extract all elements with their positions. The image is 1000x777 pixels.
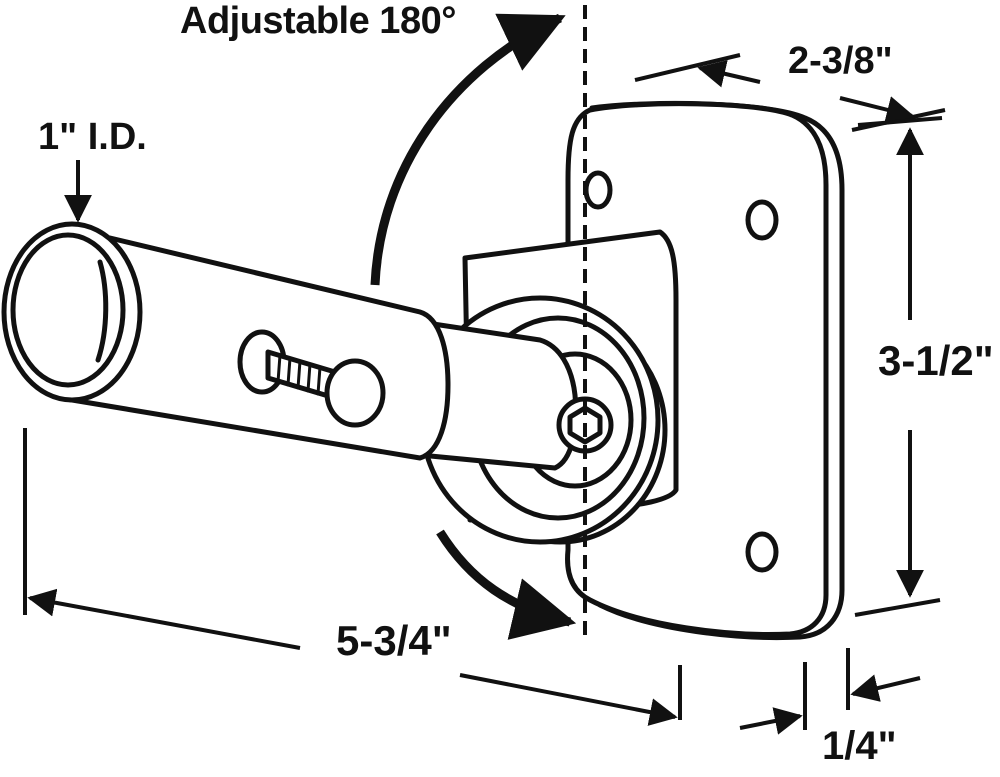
width-arrow-left [697, 60, 761, 88]
length-arrow-right [459, 673, 678, 726]
swivel-arm [417, 319, 579, 471]
set-screw-knob [324, 358, 386, 428]
thickness-arrow-right [850, 674, 921, 702]
rotation-label: Adjustable 180° [180, 0, 456, 42]
plate-width-label: 2-3/8" [788, 40, 893, 82]
width-arrow-right [839, 96, 915, 124]
rod-socket-opening [10, 232, 126, 388]
rotation-arrow-up [370, 13, 566, 286]
mounting-hole-top-right [745, 199, 779, 241]
plate-thickness-label: 1/4" [822, 724, 897, 768]
rotation-arrow-down [436, 529, 577, 640]
inner-diameter-label: 1" I.D. [38, 116, 147, 158]
total-length-label: 5-3/4" [336, 617, 452, 664]
plate-height-label: 3-1/2" [878, 337, 994, 384]
length-arrow-left [27, 588, 301, 650]
thickness-arrow-left [739, 707, 803, 735]
mounting-hole-bottom-right [745, 531, 779, 573]
mounting-hole-top-left [583, 170, 613, 210]
